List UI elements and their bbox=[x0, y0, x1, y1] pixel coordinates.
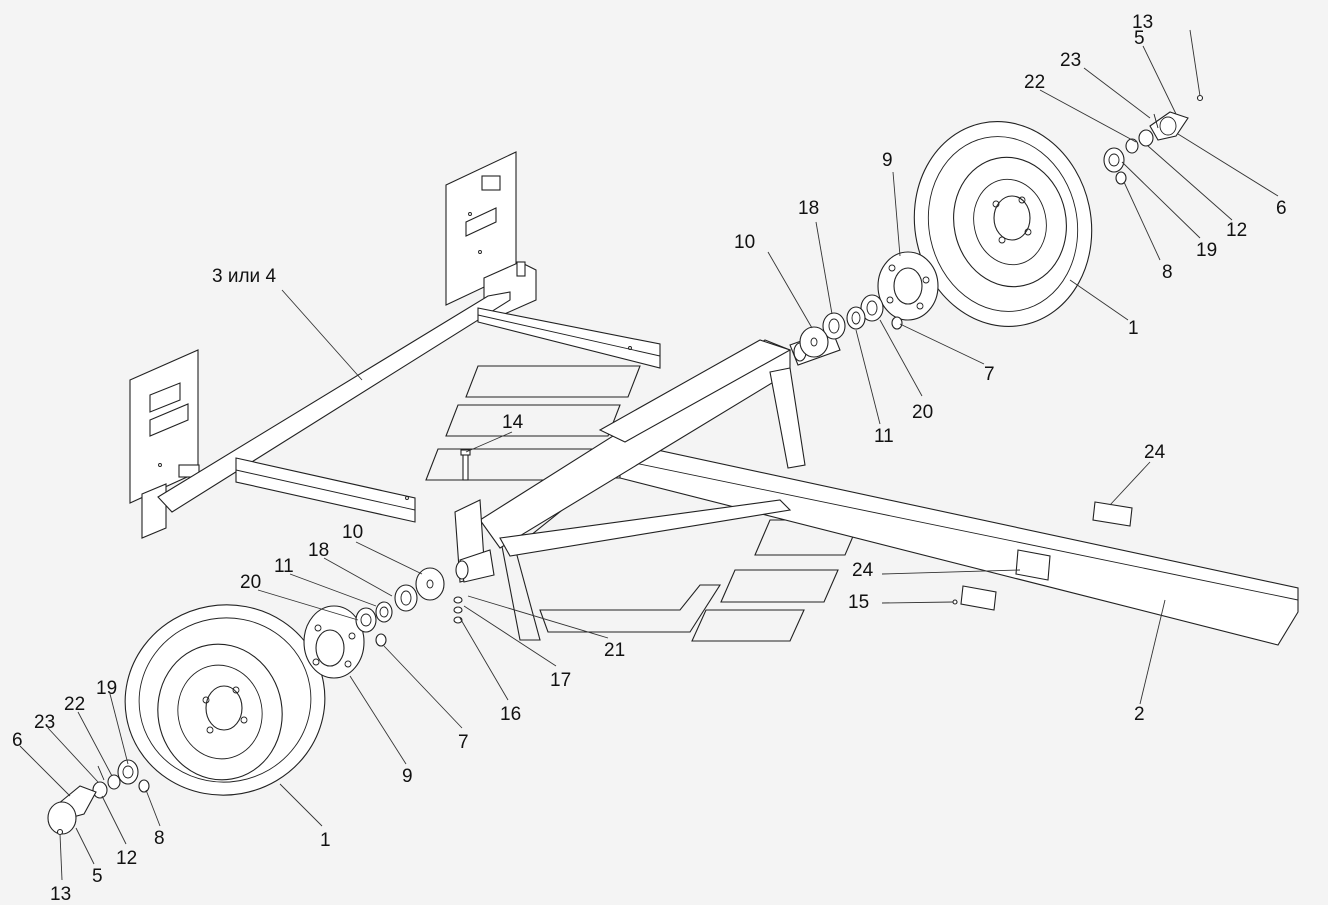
frame-3-or-4 bbox=[157, 291, 661, 523]
callout-20: 20 bbox=[912, 402, 933, 423]
callout-23: 23 bbox=[34, 712, 55, 733]
callout-8: 8 bbox=[154, 828, 165, 849]
mounting-plate-left bbox=[129, 349, 200, 539]
callout-1: 1 bbox=[320, 830, 331, 851]
axle-spindle-left bbox=[455, 549, 495, 583]
callout-18: 18 bbox=[798, 198, 819, 219]
callout-5: 5 bbox=[1134, 28, 1145, 49]
callout-24: 24 bbox=[1144, 442, 1166, 463]
callout-2: 2 bbox=[1134, 704, 1145, 725]
callout-18: 18 bbox=[308, 540, 329, 561]
callout-labels: 13 5 23 22 6 12 19 8 9 18 10 1 7 20 11 3… bbox=[12, 12, 1287, 905]
bolt-14 bbox=[460, 449, 471, 481]
callout-13: 13 bbox=[1132, 12, 1153, 33]
leader-lines bbox=[19, 29, 1279, 881]
callout-3-or-4: 3 или 4 bbox=[212, 266, 276, 287]
main-beam-2 bbox=[454, 339, 1299, 646]
callout-20: 20 bbox=[240, 572, 261, 593]
wheel-right bbox=[913, 121, 1093, 327]
callout-9: 9 bbox=[402, 766, 413, 787]
bearings-right bbox=[799, 294, 903, 358]
callout-19: 19 bbox=[96, 678, 117, 699]
callout-12: 12 bbox=[116, 848, 137, 869]
callout-16: 16 bbox=[500, 704, 521, 725]
callout-23: 23 bbox=[1060, 50, 1081, 71]
callout-22: 22 bbox=[64, 694, 85, 715]
callout-5: 5 bbox=[92, 866, 103, 887]
callout-8: 8 bbox=[1162, 262, 1173, 283]
bearings-left bbox=[355, 567, 445, 647]
callout-7: 7 bbox=[984, 364, 995, 385]
callout-9: 9 bbox=[882, 150, 893, 171]
hub-right bbox=[877, 251, 939, 321]
plates-24 bbox=[952, 501, 1133, 611]
callout-10: 10 bbox=[734, 232, 755, 253]
callout-11: 11 bbox=[274, 556, 294, 577]
callout-14: 14 bbox=[502, 412, 524, 433]
callout-11: 11 bbox=[874, 426, 894, 447]
callout-22: 22 bbox=[1024, 72, 1045, 93]
callout-10: 10 bbox=[342, 522, 363, 543]
callout-12: 12 bbox=[1226, 220, 1247, 241]
cap-assembly-right bbox=[1103, 94, 1204, 185]
callout-6: 6 bbox=[1276, 198, 1287, 219]
callout-6: 6 bbox=[12, 730, 23, 751]
callout-17: 17 bbox=[550, 670, 571, 691]
callout-21: 21 bbox=[604, 640, 625, 661]
cap-assembly-left bbox=[47, 759, 150, 836]
wheel-left bbox=[124, 604, 326, 796]
callout-15: 15 bbox=[848, 592, 869, 613]
callout-1: 1 bbox=[1128, 318, 1139, 339]
callout-13: 13 bbox=[50, 884, 71, 905]
callout-7: 7 bbox=[458, 732, 469, 753]
callout-19: 19 bbox=[1196, 240, 1217, 261]
callout-24: 24 bbox=[852, 560, 874, 581]
mounting-plate-right bbox=[445, 151, 537, 317]
hub-left bbox=[303, 605, 365, 679]
